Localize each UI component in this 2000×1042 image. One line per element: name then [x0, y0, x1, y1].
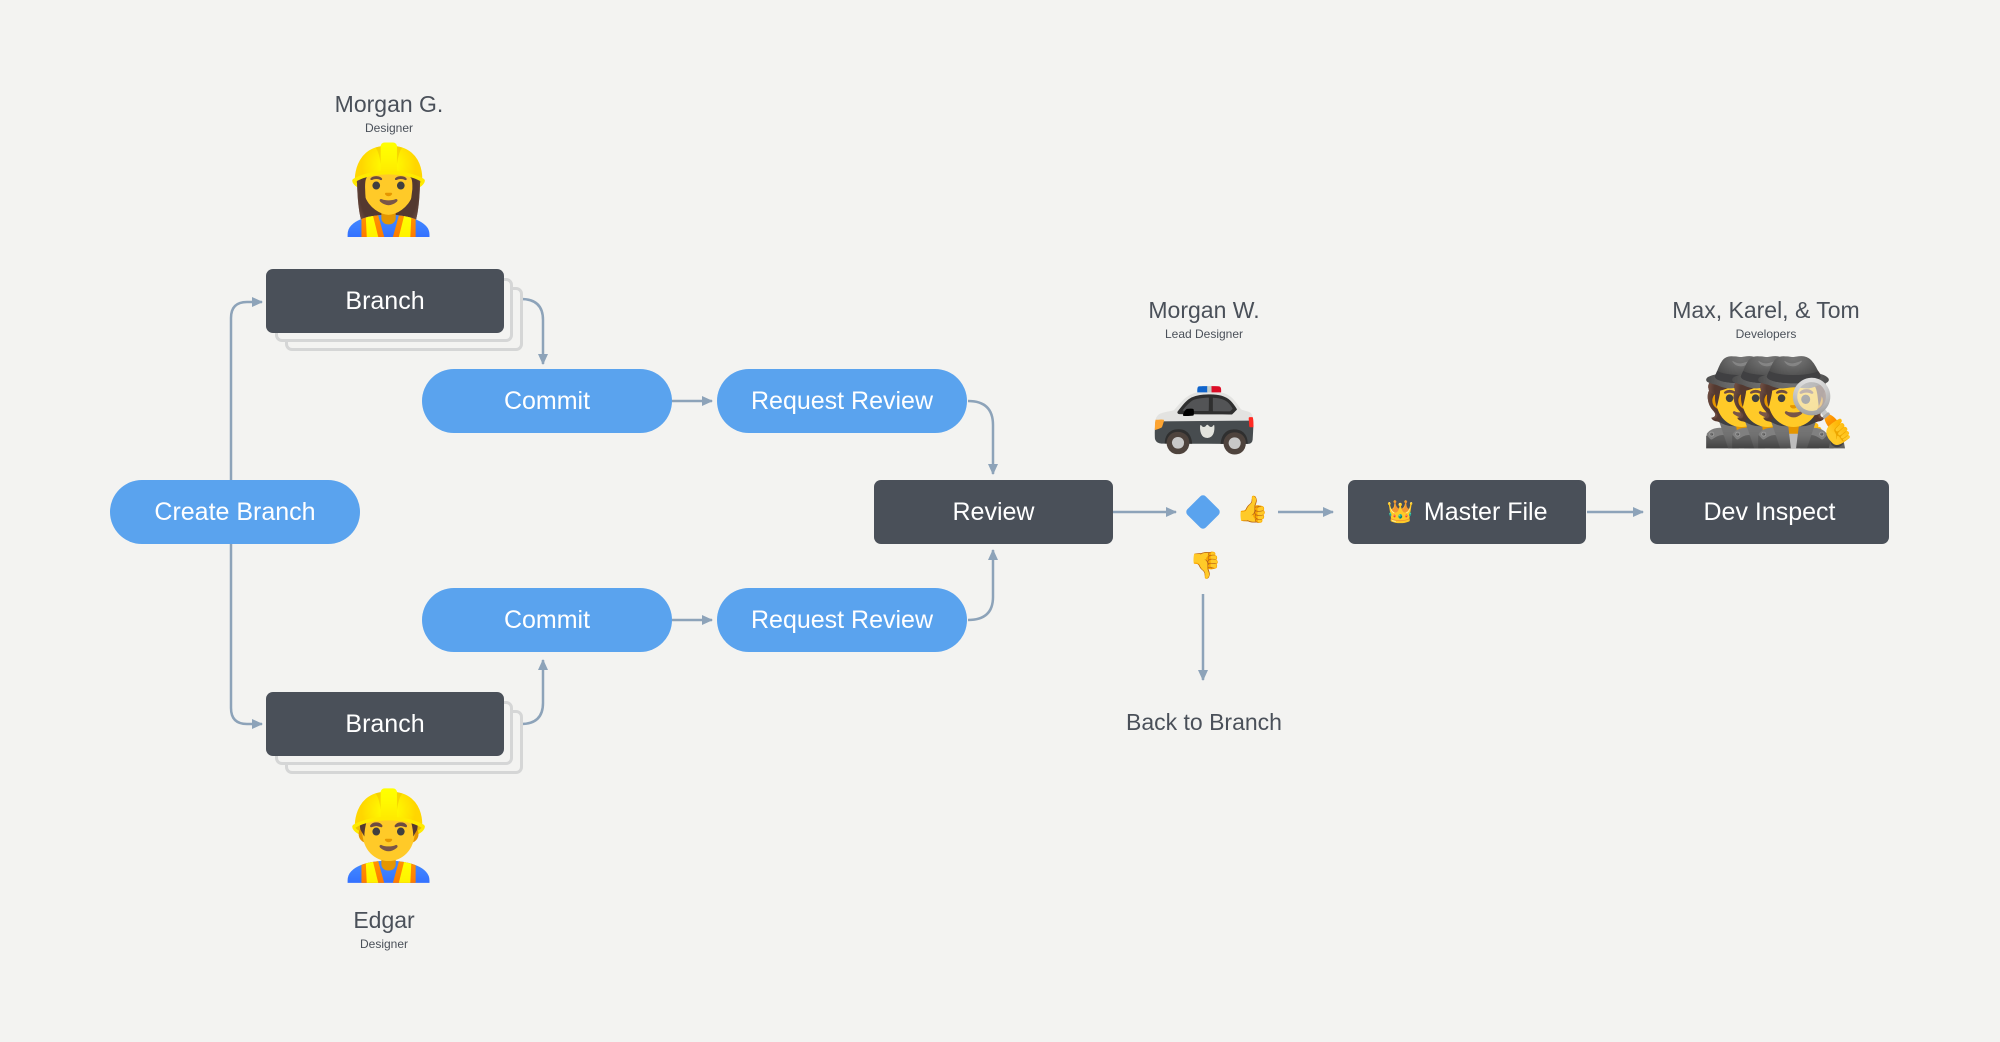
person-role: Designer — [364, 121, 414, 135]
arrow-request-bottom-to-review — [967, 549, 998, 622]
commit-top-node[interactable]: Commit — [422, 369, 672, 433]
thumbs-up-icon: 👍 — [1236, 494, 1269, 524]
person-morgan-w: Morgan W. Lead Designer — [1104, 297, 1304, 341]
arrow-branch-top-to-commit — [520, 297, 548, 365]
master-file-label: Master File — [1423, 497, 1548, 526]
person-developers: Max, Karel, & Tom Developers — [1616, 297, 1916, 341]
arrow-create-to-branch-top — [229, 297, 263, 480]
person-role: Developers — [1735, 327, 1797, 341]
arrow-request-top-to-review — [967, 399, 998, 475]
commit-bottom-node[interactable]: Commit — [422, 588, 672, 652]
person-role: Lead Designer — [1164, 327, 1244, 341]
commit-top-label: Commit — [503, 386, 591, 415]
request-review-bottom-node[interactable]: Request Review — [717, 588, 967, 652]
create-branch-node[interactable]: Create Branch — [110, 480, 360, 544]
branch-top-label: Branch — [345, 286, 425, 315]
detective-icon: 🕵️ — [1726, 355, 1831, 449]
branch-bottom-label: Branch — [345, 709, 425, 738]
arrow-create-to-branch-bottom — [229, 544, 263, 729]
master-file-node[interactable]: 👑 Master File — [1348, 480, 1586, 544]
create-branch-label: Create Branch — [154, 497, 316, 526]
person-name: Edgar — [353, 907, 415, 933]
crown-icon: 👑 — [1386, 499, 1414, 524]
person-name: Morgan W. — [1148, 297, 1260, 323]
detective-icon: 🕵️ — [1700, 355, 1805, 449]
detectives-icon: 🕵️ 🕵️ 🕵️ — [1700, 355, 1857, 456]
woman-construction-worker-icon: 👷‍♀️ — [335, 142, 443, 238]
review-label: Review — [952, 497, 1035, 526]
back-to-branch-label: Back to Branch — [1126, 709, 1282, 735]
person-name: Max, Karel, & Tom — [1672, 297, 1860, 323]
request-review-top-node[interactable]: Request Review — [717, 369, 967, 433]
dev-inspect-label: Dev Inspect — [1703, 497, 1836, 526]
detective-icon: 🕵️ — [1752, 355, 1857, 449]
person-role: Designer — [359, 937, 409, 951]
person-morgan-g: Morgan G. Designer — [289, 91, 489, 135]
thumbs-down-icon: 👎 — [1189, 550, 1222, 580]
request-review-bottom-label: Request Review — [750, 605, 934, 634]
man-construction-worker-icon: 👷‍♂️ — [335, 788, 443, 884]
police-car-icon: 🚓 — [1149, 356, 1259, 455]
branch-bottom-node[interactable]: Branch — [266, 692, 504, 756]
commit-bottom-label: Commit — [503, 605, 591, 634]
person-name: Morgan G. — [334, 91, 444, 117]
dev-inspect-node[interactable]: Dev Inspect — [1650, 480, 1889, 544]
review-node[interactable]: Review — [874, 480, 1113, 544]
person-edgar: Edgar Designer — [284, 907, 484, 951]
branch-top-node[interactable]: Branch — [266, 269, 504, 333]
arrow-branch-bottom-to-commit — [520, 659, 548, 726]
request-review-top-label: Request Review — [750, 386, 934, 415]
